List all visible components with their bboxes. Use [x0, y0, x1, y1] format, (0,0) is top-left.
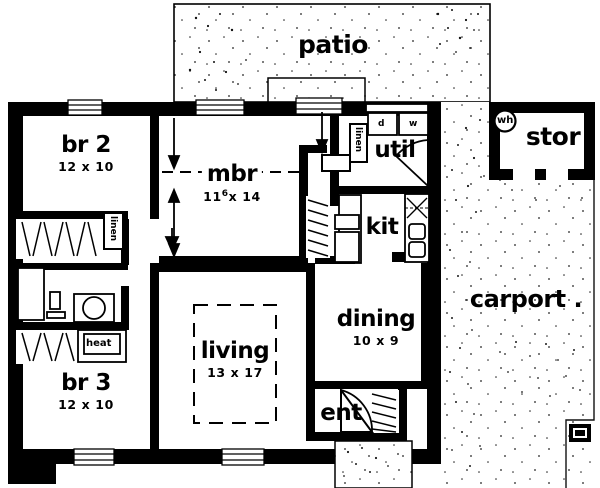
water-heater-label: wh [497, 115, 514, 126]
room-label-dining: dining 10 x 9 [336, 306, 416, 348]
storage-room [489, 102, 595, 180]
windows [67, 97, 343, 466]
room-dims-br2: 12 x 10 [58, 159, 114, 174]
room-dims-dining: 10 x 9 [352, 333, 400, 348]
room-name-br2: br 2 [61, 132, 111, 158]
room-name-util: util [374, 137, 416, 163]
heater-unit [77, 329, 127, 363]
room-label-br3: br 3 12 x 10 [58, 372, 114, 412]
heater-label: heat [86, 338, 112, 349]
washer-label: w [409, 119, 418, 129]
room-name-carport: carport . [469, 285, 583, 313]
util-door-swing [395, 139, 429, 187]
room-dims-br3: 12 x 10 [58, 397, 114, 412]
living-hall-arrow [164, 228, 180, 253]
room-dims-living: 13 x 17 [207, 365, 263, 380]
room-name-living: living [197, 340, 273, 363]
linen-closet-hall-label: linen [353, 127, 363, 153]
bathroom-fixtures [17, 267, 115, 323]
room-label-br2: br 2 12 x 10 [58, 134, 114, 174]
room-name-mbr: mbr [201, 163, 263, 186]
room-name-dining: dining [336, 306, 416, 332]
closet-hatching [16, 196, 399, 433]
entry-door-swing [340, 386, 374, 433]
hall-direction-arrow [315, 112, 329, 155]
dining-right-wall [421, 263, 430, 383]
door-openings [153, 282, 398, 430]
living-room-dashed-outline [193, 304, 277, 424]
room-name-patio: patio [298, 30, 368, 59]
room-name-stor: stor [525, 122, 581, 151]
room-name-br3: br 3 [61, 370, 111, 396]
room-dims-mbr: 116x 14 [203, 189, 261, 205]
patio-area [173, 3, 491, 104]
room-label-living: living 13 x 17 [197, 340, 273, 380]
rear-step [8, 464, 56, 484]
linen-closets [103, 123, 368, 250]
kitchen-fixtures [334, 193, 430, 264]
room-label-mbr: mbr 116x 14 [201, 163, 263, 205]
utility-appliances [365, 103, 429, 136]
linen-closet-bath-label: linen [108, 216, 118, 242]
dryer-label: d [378, 119, 385, 129]
room-name-kit: kit [365, 214, 399, 240]
front-stoop [334, 440, 413, 488]
room-name-ent: ent [320, 400, 362, 426]
